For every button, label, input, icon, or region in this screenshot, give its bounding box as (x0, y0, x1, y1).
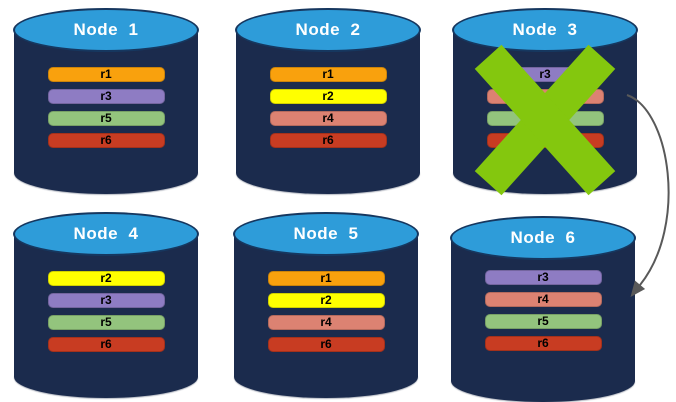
node-label: Node 4 (73, 224, 139, 243)
cylinder-body (451, 238, 635, 381)
replica-bar-r6: r6 (267, 337, 385, 352)
replica-bar-r6: r6 (47, 337, 165, 352)
replica-list: r2 r3 r5 r6 (13, 271, 199, 352)
replica-bar-r5: r5 (484, 314, 602, 329)
node-4: Node 4 r2 r3 r5 r6 (13, 212, 199, 398)
cylinder-top: Node 2 (235, 8, 421, 52)
node-5: Node 5 r1 r2 r4 r6 (233, 212, 419, 398)
cylinder-top: Node 3 (452, 8, 638, 52)
replica-list: r1 r2 r4 r6 (233, 271, 419, 352)
node-6: Node 6 r3 r4 r5 r6 (450, 216, 636, 402)
replica-bar-r3: r3 (47, 89, 165, 104)
replica-bar-r3: r3 (486, 67, 604, 82)
replica-list: r1 r2 r4 r6 (235, 67, 421, 148)
replica-bar-r6: r6 (486, 133, 604, 148)
replica-bar-r3: r3 (484, 270, 602, 285)
replica-list: r3 r4 r5 r6 (450, 270, 636, 351)
replica-bar-r5: r5 (486, 111, 604, 126)
replica-bar-r6: r6 (269, 133, 387, 148)
replica-bar-r6: r6 (47, 133, 165, 148)
node-1: Node 1 r1 r3 r5 r6 (13, 8, 199, 194)
node-label: Node 3 (512, 20, 578, 39)
cylinder-top: Node 5 (233, 212, 419, 256)
replica-bar-r1: r1 (267, 271, 385, 286)
node-label: Node 2 (295, 20, 361, 39)
node-label: Node 1 (73, 20, 139, 39)
node-label: Node 6 (510, 228, 576, 247)
replica-bar-r2: r2 (47, 271, 165, 286)
replica-bar-r5: r5 (47, 315, 165, 330)
replica-bar-r3: r3 (47, 293, 165, 308)
replica-bar-r1: r1 (47, 67, 165, 82)
replica-bar-r4: r4 (269, 111, 387, 126)
replica-bar-r2: r2 (269, 89, 387, 104)
replica-list: r1 r3 r5 r6 (13, 67, 199, 148)
replica-bar-r2: r2 (267, 293, 385, 308)
node-label: Node 5 (293, 224, 359, 243)
cylinder-top: Node 6 (450, 216, 636, 260)
cylinder-top: Node 1 (13, 8, 199, 52)
replica-list: r3 r4 r5 r6 (452, 67, 638, 148)
replica-bar-r4: r4 (484, 292, 602, 307)
replica-bar-r4: r4 (267, 315, 385, 330)
replica-bar-r4: r4 (486, 89, 604, 104)
replica-bar-r5: r5 (47, 111, 165, 126)
node-3: Node 3 r3 r4 r5 r6 (452, 8, 638, 196)
cylinder-top: Node 4 (13, 212, 199, 256)
replica-bar-r6: r6 (484, 336, 602, 351)
node-2: Node 2 r1 r2 r4 r6 (235, 8, 421, 194)
replica-bar-r1: r1 (269, 67, 387, 82)
